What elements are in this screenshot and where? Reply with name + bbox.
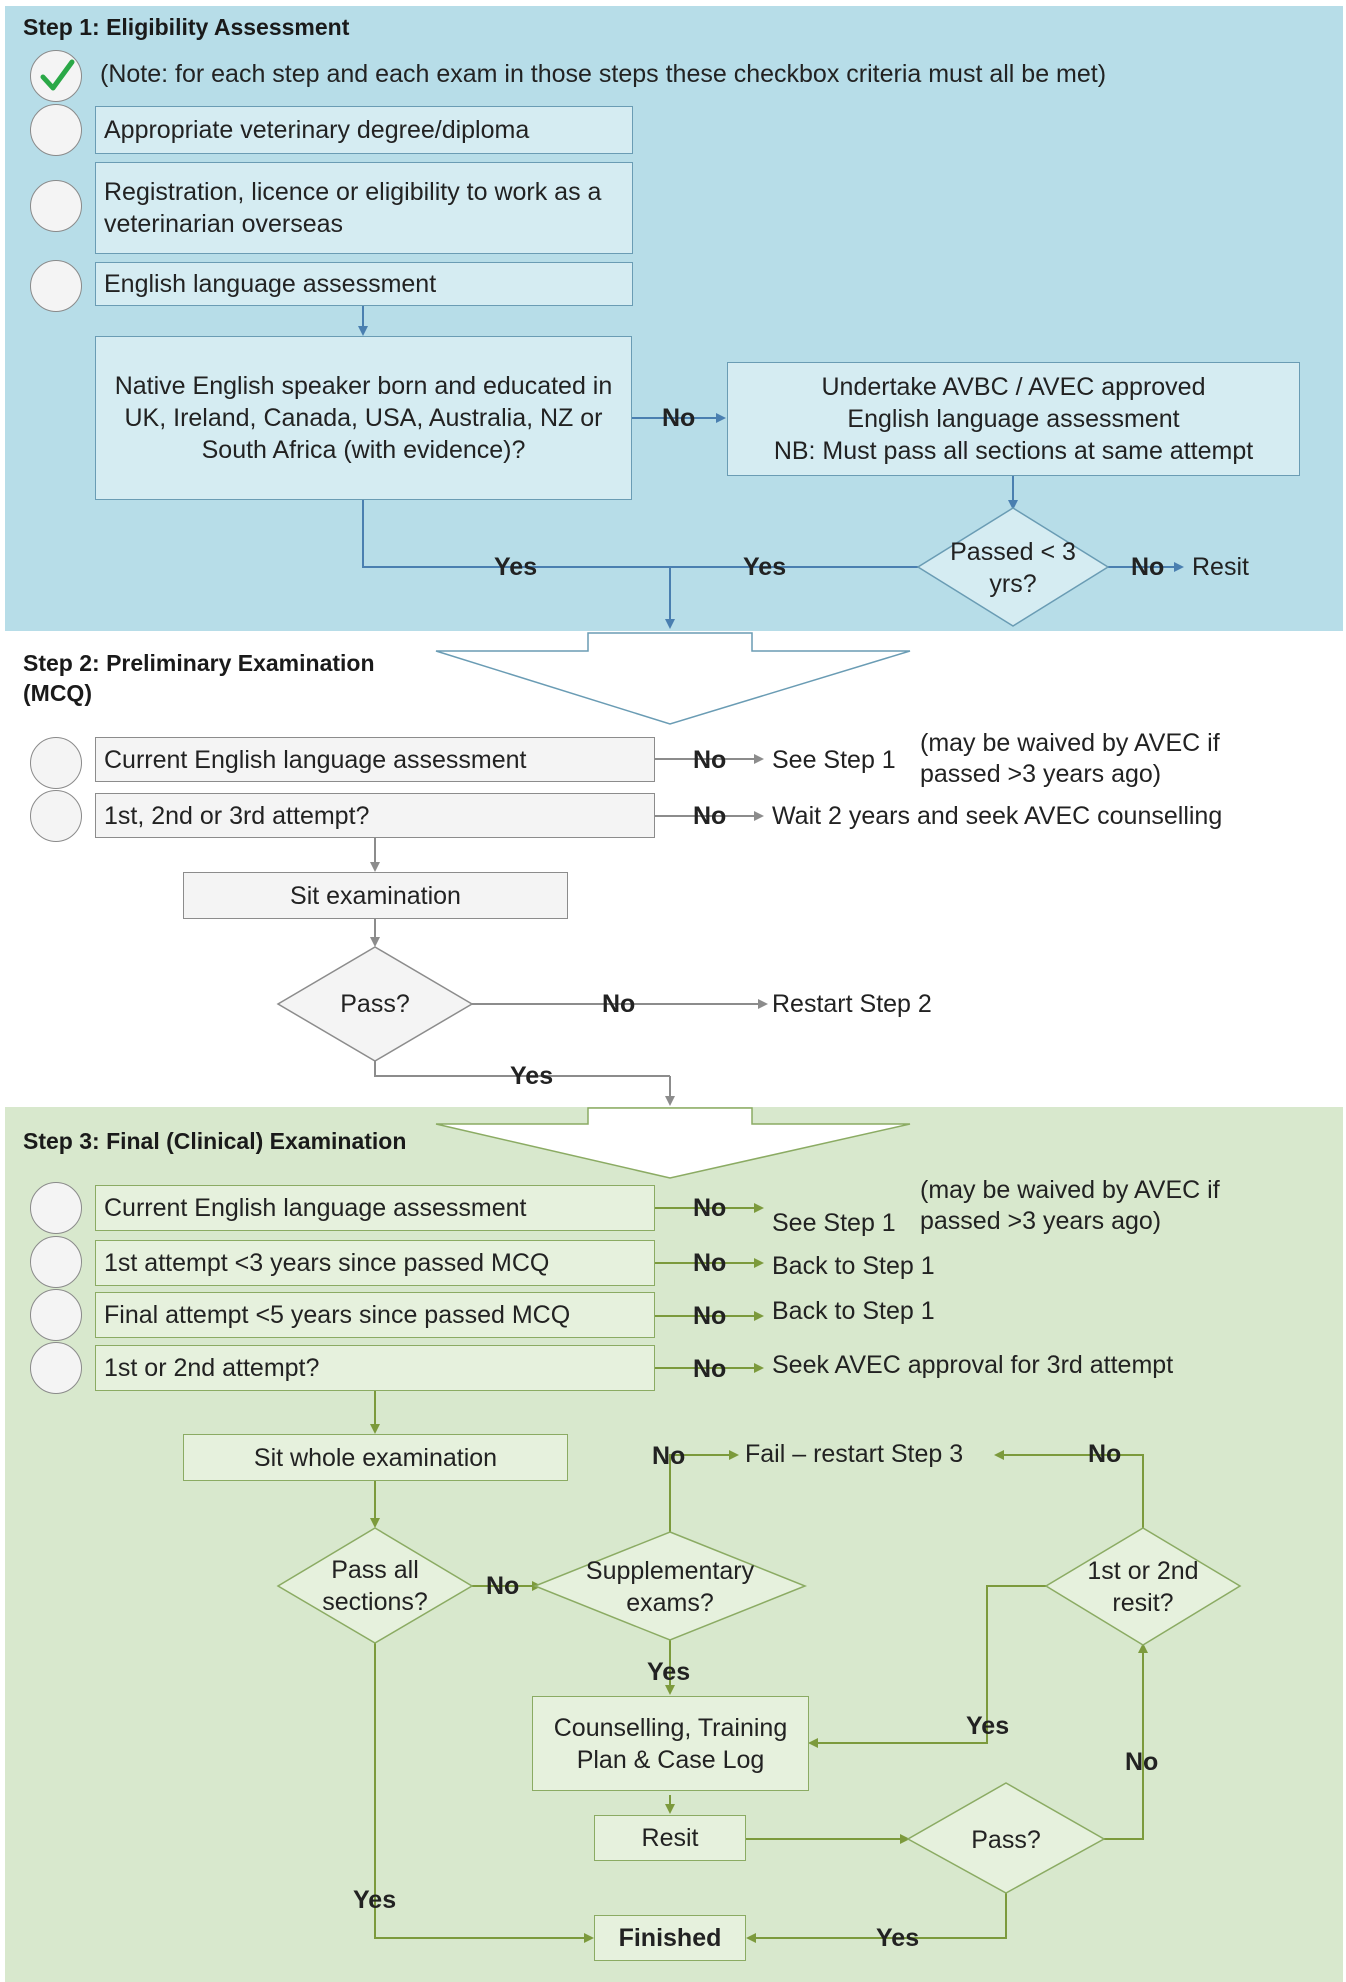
no-label: No (693, 1302, 727, 1330)
criteria-degree: Appropriate veterinary degree/diploma (95, 106, 633, 154)
checkbox-circle[interactable] (30, 1236, 82, 1288)
pass-all-decision: Pass all sections? (322, 1556, 428, 1616)
undertake-assessment-box: Undertake AVBC / AVEC approved English l… (727, 362, 1300, 476)
back-step1-label: Back to Step 1 (772, 1297, 935, 1325)
wait-note: Wait 2 years and seek AVEC counselling (772, 802, 1223, 830)
yes-label: Yes (647, 1658, 691, 1686)
checkmark-icon (40, 59, 75, 91)
no-label: No (486, 1572, 520, 1600)
yes-label: Yes (966, 1712, 1010, 1740)
passed-decision-shape (916, 507, 1110, 627)
step1-title: Step 1: Eligibility Assessment (23, 14, 350, 40)
supplementary-decision: Supplementary exams? (585, 1557, 755, 1617)
check-circle (30, 50, 82, 102)
step2-entry-arrow (435, 632, 911, 725)
yes-label: Yes (876, 1924, 920, 1952)
restart-step2-label: Restart Step 2 (772, 990, 932, 1018)
checkbox-circle[interactable] (30, 180, 82, 232)
resit-label: Resit (1192, 553, 1249, 581)
no-label: No (1131, 553, 1165, 581)
pass-decision: Pass? (340, 990, 410, 1018)
note-text: (Note: for each step and each exam in th… (100, 60, 1107, 88)
no-label: No (693, 1194, 727, 1222)
criteria-current-english: Current English language assessment (95, 737, 655, 782)
back-step1-label: Back to Step 1 (772, 1252, 935, 1280)
passed-decision: Passed < 3 yrs? (950, 538, 1076, 598)
criteria-final-attempt: Final attempt <5 years since passed MCQ (95, 1292, 655, 1338)
yes-label: Yes (743, 553, 787, 581)
criteria-registration: Registration, licence or eligibility to … (95, 162, 633, 254)
no-label: No (693, 746, 727, 774)
step2-pass-shape (276, 946, 474, 1062)
resit-box: Resit (594, 1815, 746, 1861)
waived-note: (may be waived by AVEC if passed >3 year… (920, 729, 1220, 788)
seek-approval-label: Seek AVEC approval for 3rd attempt (772, 1351, 1174, 1379)
pass-all-shape (276, 1527, 474, 1644)
criteria-attempt: 1st or 2nd attempt? (95, 1345, 655, 1391)
checkbox-circle[interactable] (30, 737, 82, 789)
yes-label: Yes (353, 1886, 397, 1914)
no-label: No (693, 1355, 727, 1383)
checkbox-circle[interactable] (30, 260, 82, 312)
supplementary-shape (532, 1531, 808, 1641)
first-second-resit-shape (1044, 1527, 1242, 1646)
yes-label: Yes (494, 553, 538, 581)
checkbox-circle[interactable] (30, 1342, 82, 1394)
no-label: No (662, 404, 696, 432)
criteria-attempt: 1st, 2nd or 3rd attempt? (95, 793, 655, 838)
checkbox-circle[interactable] (30, 104, 82, 156)
criteria-english: English language assessment (95, 262, 633, 306)
yes-label: Yes (510, 1062, 554, 1090)
undertake-line: Undertake AVBC / AVEC approved (821, 373, 1206, 401)
no-label: No (1088, 1440, 1122, 1468)
no-label: No (602, 990, 636, 1018)
step2-title: Step 2: Preliminary Examination (MCQ) (23, 650, 375, 706)
sit-whole-exam-box: Sit whole examination (183, 1434, 568, 1481)
resit-pass-shape (906, 1782, 1106, 1894)
sit-examination-box: Sit examination (183, 872, 568, 919)
no-label: No (693, 802, 727, 830)
step3-entry-arrow (435, 1107, 911, 1179)
no-label: No (1125, 1748, 1159, 1776)
undertake-line: English language assessment (847, 405, 1180, 433)
criteria-first-attempt: 1st attempt <3 years since passed MCQ (95, 1240, 655, 1286)
checkbox-circle[interactable] (30, 1182, 82, 1234)
native-speaker-question: Native English speaker born and educated… (95, 336, 632, 500)
counselling-box: Counselling, Training Plan & Case Log (532, 1696, 809, 1791)
step3-title: Step 3: Final (Clinical) Examination (23, 1128, 407, 1154)
see-step1-label: See Step 1 (772, 746, 896, 774)
see-step1-label: See Step 1 (772, 1209, 896, 1237)
no-label: No (693, 1249, 727, 1277)
pass-decision: Pass? (971, 1826, 1041, 1854)
no-label: No (652, 1442, 686, 1470)
first-second-resit-decision: 1st or 2nd resit? (1087, 1557, 1199, 1617)
criteria-current-english: Current English language assessment (95, 1185, 655, 1231)
undertake-line: NB: Must pass all sections at same attem… (773, 437, 1254, 465)
checkbox-circle[interactable] (30, 1289, 82, 1341)
waived-note: (may be waived by AVEC if passed >3 year… (920, 1176, 1220, 1235)
fail-restart-label: Fail – restart Step 3 (745, 1440, 964, 1468)
finished-box: Finished (594, 1915, 746, 1961)
checkbox-circle[interactable] (30, 790, 82, 842)
